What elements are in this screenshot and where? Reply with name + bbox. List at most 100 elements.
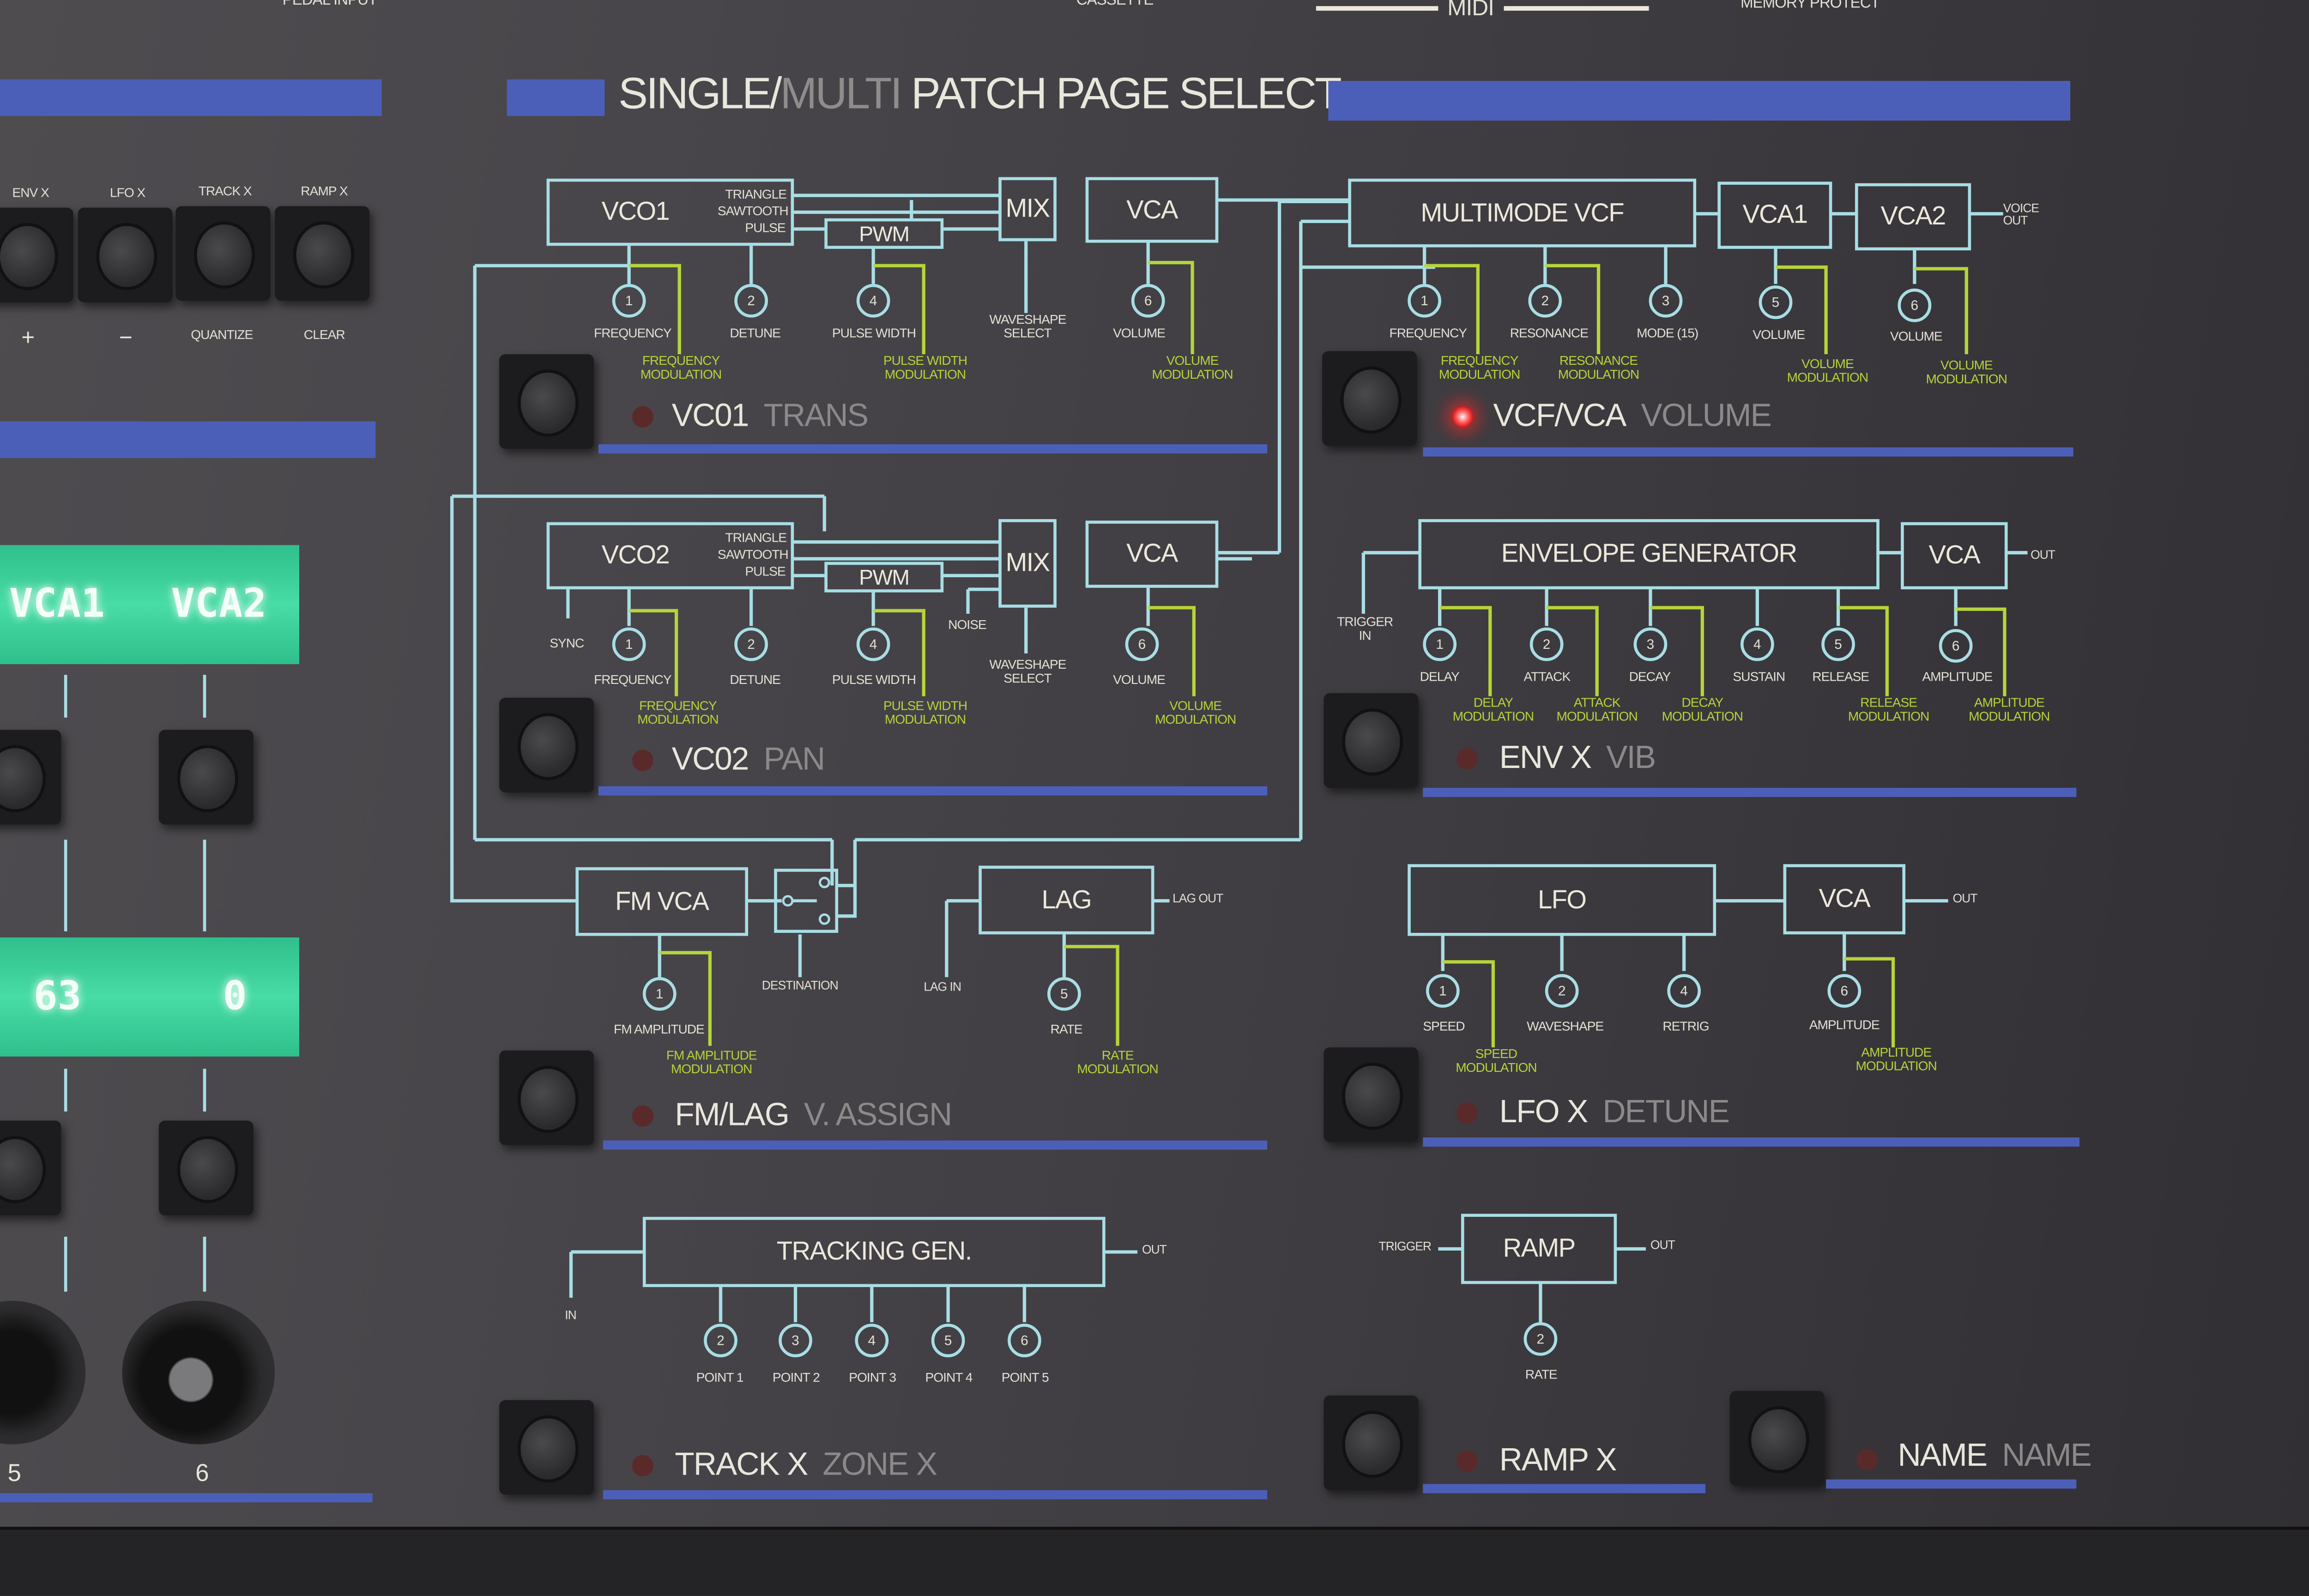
vco2-detune-knob[interactable]: 2	[734, 627, 768, 661]
vco1-sawtooth-label: SAWTOOTH	[717, 203, 789, 218]
vco1-volume-label: VOLUME	[1113, 325, 1166, 341]
env-sustain-knob[interactable]: 4	[1740, 627, 1774, 661]
lag-rate-label: RATE	[1050, 1021, 1083, 1037]
select-button-5b[interactable]	[0, 1120, 61, 1215]
lfo-amplitude-knob[interactable]: 6	[1827, 974, 1862, 1008]
vco2-page-button[interactable]	[499, 697, 594, 792]
pedal-input-label: PEDAL INPUT	[282, 0, 378, 9]
vca2-volume-knob[interactable]: 6	[1898, 288, 1932, 322]
select-button-5[interactable]	[0, 730, 61, 825]
vco2-pulse-width-knob[interactable]: 4	[856, 627, 890, 661]
memory-protect-label: MEMORY PROTECT	[1740, 0, 1880, 12]
vco1-vca-block: VCA	[1085, 177, 1219, 243]
track-stripe	[603, 1490, 1268, 1499]
vco1-frequency-label: FREQUENCY	[594, 325, 672, 341]
vco2-waveshape-label: WAVESHAPE SELECT	[989, 656, 1066, 685]
plus-label: +	[21, 325, 35, 351]
track-x-page-button[interactable]	[499, 1400, 594, 1495]
env-stripe	[1423, 787, 2077, 797]
env-out-label: OUT	[2031, 548, 2055, 562]
display1-left: VCA1	[9, 581, 105, 628]
vcf-vca-led	[1452, 406, 1474, 428]
track-out-label: OUT	[1142, 1243, 1167, 1257]
lfo-x-page-button[interactable]	[1324, 1047, 1419, 1142]
tick	[64, 1069, 67, 1112]
vco2-stripe	[598, 786, 1268, 796]
env-delay-knob[interactable]: 1	[1423, 627, 1457, 661]
select-button-6[interactable]	[158, 730, 254, 825]
vco2-volume-knob[interactable]: 6	[1125, 627, 1159, 661]
ramp-x-page-button[interactable]	[1324, 1395, 1419, 1490]
lag-rate-knob[interactable]: 5	[1047, 977, 1081, 1011]
name-led	[1856, 1449, 1878, 1470]
lfo-vca-block: VCA	[1783, 864, 1906, 935]
ramp-x-button[interactable]	[275, 206, 370, 301]
midi-line-right	[1504, 6, 1649, 11]
track-point4-knob[interactable]: 5	[931, 1324, 965, 1358]
ramp-led	[1457, 1450, 1478, 1472]
vco1-frequency-knob[interactable]: 1	[612, 284, 646, 318]
fm-lag-page-button[interactable]	[499, 1050, 594, 1145]
lfo-retrig-knob[interactable]: 4	[1667, 974, 1701, 1008]
vco1-pw-mod-label: PULSE WIDTH MODULATION	[883, 352, 967, 381]
env-x-page-button[interactable]	[1324, 693, 1419, 788]
vco1-volume-knob[interactable]: 6	[1131, 284, 1165, 318]
midi-label: MIDI	[1447, 0, 1494, 22]
vca1-block: VCA1	[1717, 181, 1832, 249]
ramp-rate-knob[interactable]: 2	[1523, 1322, 1558, 1356]
panel-rim	[0, 1527, 2309, 1596]
env-led	[1457, 748, 1478, 770]
vco1-pulse-width-knob[interactable]: 4	[856, 284, 890, 318]
vcf-mode-knob[interactable]: 3	[1649, 284, 1683, 318]
env-decay-knob[interactable]: 3	[1633, 627, 1668, 661]
vco1-page-button[interactable]	[499, 354, 594, 449]
lfo-x-button[interactable]	[78, 207, 173, 302]
data-knob-6[interactable]	[122, 1300, 275, 1445]
name-page-button[interactable]	[1729, 1390, 1825, 1486]
vco2-noise-label: NOISE	[948, 617, 986, 632]
env-attack-label: ATTACK	[1523, 669, 1571, 684]
env-release-knob[interactable]: 5	[1821, 627, 1855, 661]
env-x-button[interactable]	[0, 207, 73, 302]
track-point2-knob[interactable]: 3	[779, 1324, 812, 1358]
vco2-frequency-knob[interactable]: 1	[612, 627, 646, 661]
track-point1-knob[interactable]: 2	[704, 1324, 737, 1358]
vco2-pw-mod-label: PULSE WIDTH MODULATION	[883, 697, 967, 726]
name-stripe	[1826, 1479, 2077, 1489]
env-sustain-label: SUSTAIN	[1733, 669, 1785, 684]
knob-6-number: 6	[195, 1461, 209, 1487]
env-attack-knob[interactable]: 2	[1529, 627, 1564, 661]
fm-vca-block: FM VCA	[575, 867, 748, 936]
midi-line-left	[1316, 6, 1439, 11]
display1-right: VCA2	[171, 581, 267, 628]
lfo-speed-knob[interactable]: 1	[1426, 974, 1460, 1008]
fm-amplitude-knob[interactable]: 1	[642, 977, 677, 1011]
track-point3-knob[interactable]: 4	[855, 1324, 889, 1358]
vca1-volume-knob[interactable]: 5	[1759, 285, 1793, 319]
vcf-resonance-knob[interactable]: 2	[1528, 284, 1562, 318]
env-amplitude-knob[interactable]: 6	[1939, 629, 1973, 663]
vco2-mix-block: MIX	[998, 519, 1057, 608]
header-stripe-right	[1328, 81, 2071, 121]
vfd-display-2: 63 0	[0, 937, 299, 1057]
lfo-retrig-label: RETRIG	[1662, 1018, 1709, 1034]
vca1-vol-mod-label: VOLUME MODULATION	[1787, 356, 1868, 384]
vco1-detune-knob[interactable]: 2	[734, 284, 768, 318]
vcf-resonance-label: RESONANCE	[1510, 325, 1589, 341]
tick	[64, 675, 67, 718]
tracking-gen-block: TRACKING GEN.	[642, 1216, 1106, 1288]
vcf-vca-page-button[interactable]	[1322, 351, 1417, 446]
minus-label: −	[119, 325, 133, 351]
select-button-6b[interactable]	[158, 1120, 254, 1215]
vcf-res-mod-label: RESONANCE MODULATION	[1558, 352, 1639, 381]
env-amplitude-mod-label: AMPLITUDE MODULATION	[1969, 695, 2050, 723]
lfo-waveshape-knob[interactable]: 2	[1545, 974, 1579, 1008]
destination-switch-icon[interactable]	[775, 870, 836, 931]
track-point1-label: POINT 1	[696, 1369, 744, 1385]
vco1-block: VCO1	[546, 178, 794, 246]
vcf-frequency-knob[interactable]: 1	[1408, 284, 1441, 318]
vco1-freq-mod-label: FREQUENCY MODULATION	[640, 352, 722, 381]
track-point5-knob[interactable]: 6	[1008, 1324, 1041, 1358]
track-x-button[interactable]	[175, 206, 271, 301]
